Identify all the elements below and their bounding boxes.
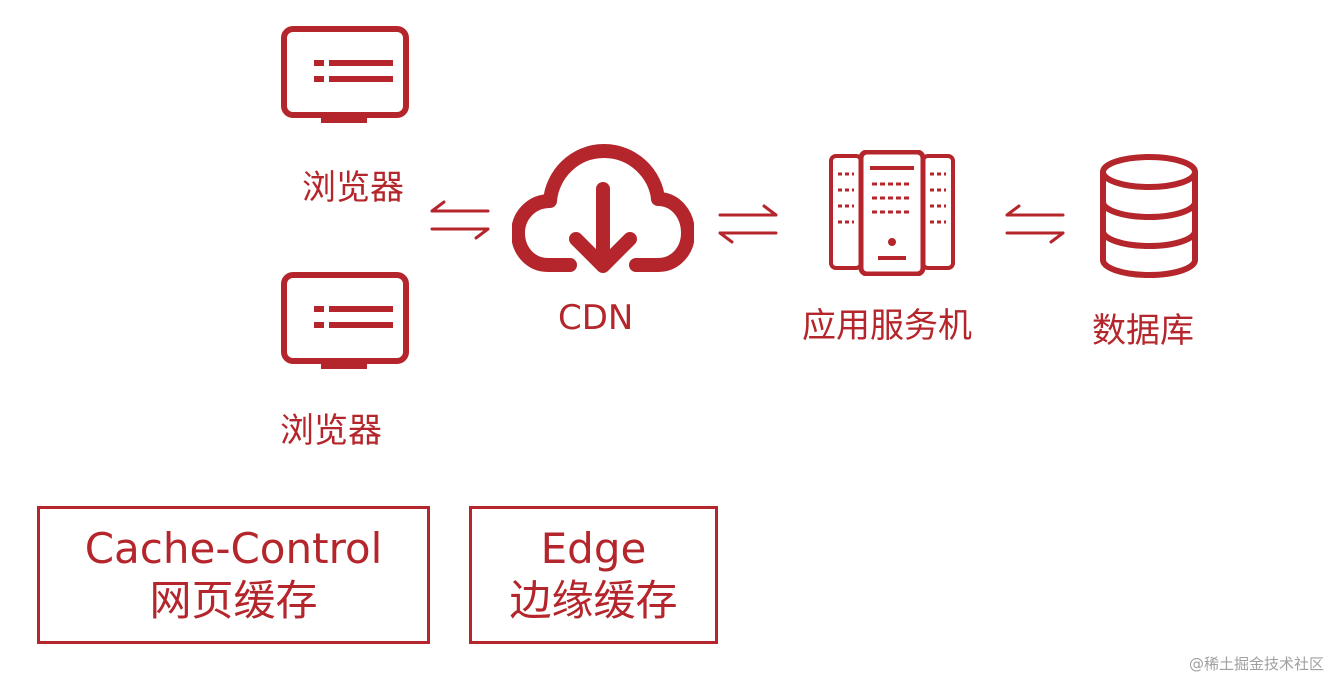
- app-server-label: 应用服务机: [802, 306, 972, 346]
- cloud-download-icon: [512, 144, 694, 273]
- server-rack-icon: [829, 150, 955, 276]
- database-label: 数据库: [1092, 311, 1194, 351]
- bidirectional-arrow-icon: [718, 204, 778, 244]
- edge-cache-subtitle: 边缘缓存: [509, 576, 678, 625]
- bidirectional-arrow-icon: [430, 200, 490, 240]
- cdn-label: CDN: [558, 298, 634, 338]
- cache-control-subtitle: 网页缓存: [149, 576, 318, 625]
- edge-cache-box: Edge 边缘缓存: [469, 506, 718, 644]
- database-icon: [1100, 154, 1198, 279]
- watermark: @稀土掘金技术社区: [1188, 655, 1324, 673]
- browser-bottom-label: 浏览器: [280, 411, 382, 451]
- browser-top-label: 浏览器: [302, 168, 404, 208]
- bidirectional-arrow-icon: [1005, 204, 1065, 244]
- cache-control-box: Cache-Control 网页缓存: [37, 506, 430, 644]
- monitor-icon: [281, 272, 409, 369]
- edge-cache-title: Edge: [540, 523, 647, 573]
- monitor-icon: [281, 26, 409, 123]
- cache-control-title: Cache-Control: [84, 523, 383, 573]
